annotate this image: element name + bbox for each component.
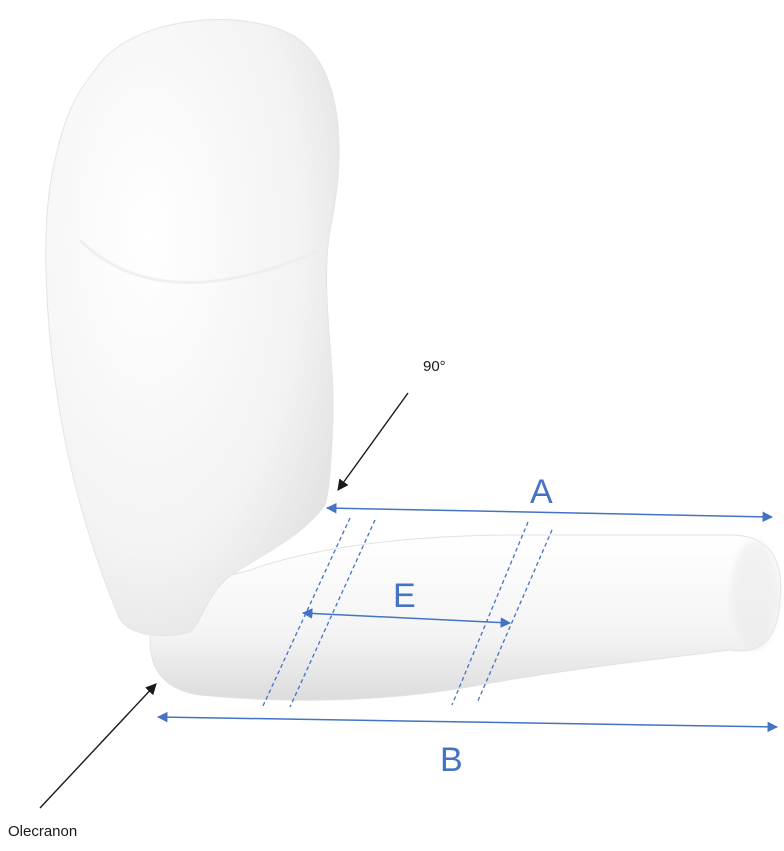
upper-arm-shape xyxy=(46,20,339,636)
label-b: B xyxy=(440,741,463,779)
label-a: A xyxy=(530,473,553,511)
olecranon-label: Olecranon xyxy=(8,823,77,840)
label-e: E xyxy=(393,577,416,615)
angle-label: 90° xyxy=(423,358,446,375)
olecranon-pointer-arrow xyxy=(40,684,156,808)
measure-arrow-b xyxy=(158,717,777,727)
angle-pointer-arrow xyxy=(338,393,408,490)
